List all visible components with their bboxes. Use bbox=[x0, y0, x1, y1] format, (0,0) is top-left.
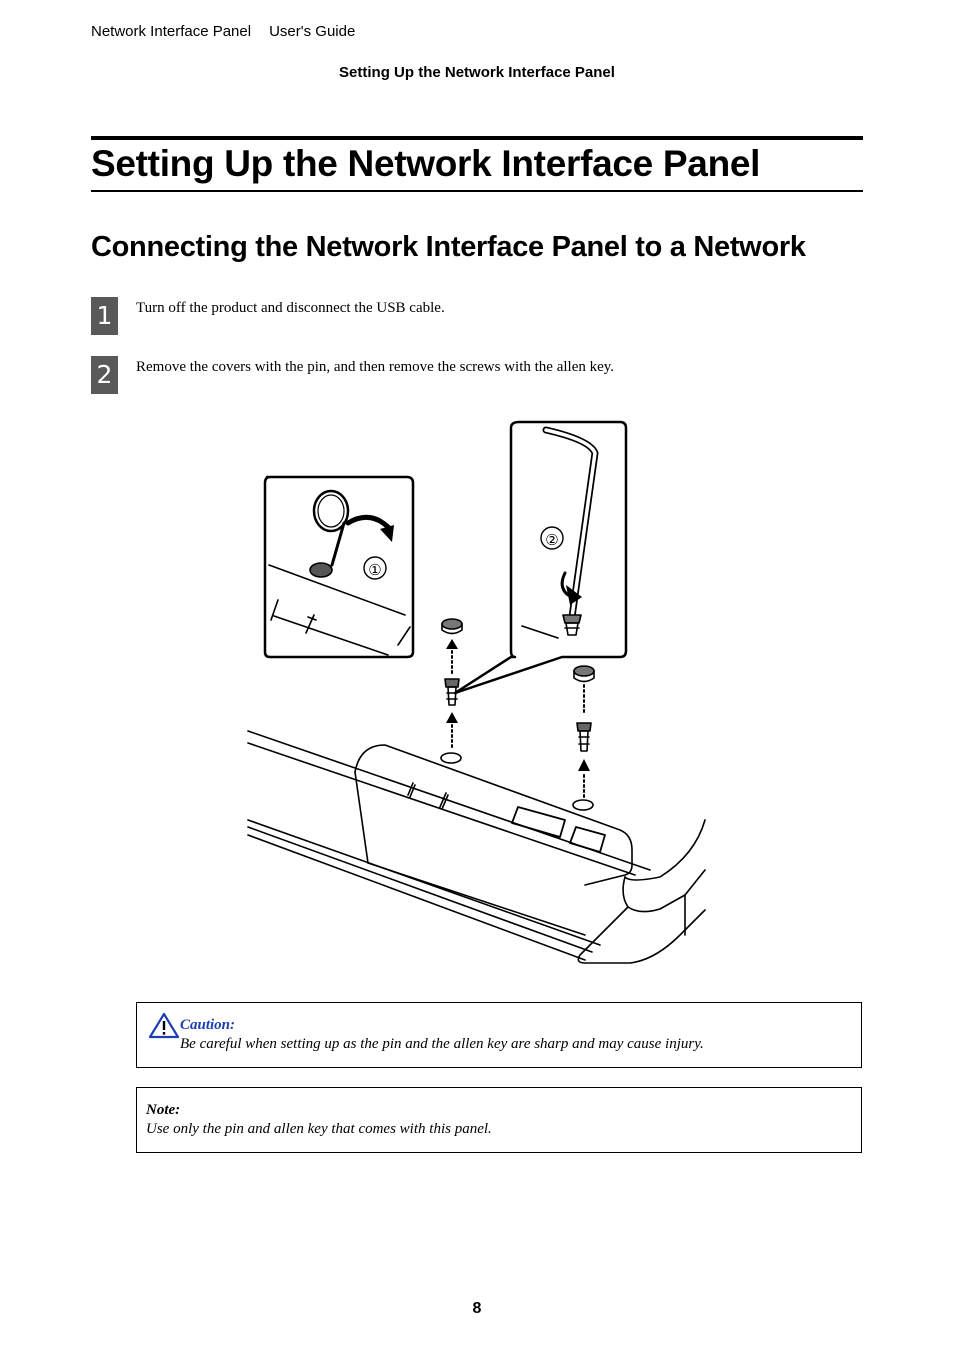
header-section-title: Setting Up the Network Interface Panel bbox=[339, 64, 615, 81]
cover-cap-a bbox=[441, 618, 463, 635]
caution-text: Be careful when setting up as the pin an… bbox=[180, 1036, 704, 1052]
header-product: Network Interface Panel bbox=[91, 23, 252, 40]
screw-b bbox=[576, 722, 592, 752]
note-title: Note: bbox=[146, 1102, 181, 1118]
inset-pin-callout: ① bbox=[263, 475, 415, 659]
caution-title: Caution: bbox=[180, 1017, 236, 1033]
title-rule-bottom bbox=[91, 190, 863, 192]
step-2-text: Remove the covers with the pin, and then… bbox=[136, 359, 615, 375]
cover-cap-b bbox=[573, 665, 595, 683]
cover-removal-illustration: ① ② bbox=[247, 420, 706, 964]
note-box: Note: Use only the pin and allen key tha… bbox=[136, 1087, 862, 1153]
inset-allen-key-callout: ② bbox=[453, 420, 628, 695]
callout-1-label: ① bbox=[368, 561, 381, 579]
step-1-text: Turn off the product and disconnect the … bbox=[136, 300, 445, 316]
warning-triangle-icon bbox=[148, 1012, 180, 1039]
running-header: Network Interface Panel User's Guide bbox=[91, 23, 355, 40]
header-guide: User's Guide bbox=[269, 23, 356, 40]
screw-a bbox=[444, 678, 460, 706]
callout-2-label: ② bbox=[545, 531, 558, 549]
section-heading: Connecting the Network Interface Panel t… bbox=[91, 231, 806, 263]
product-body bbox=[247, 730, 706, 964]
page-number: 8 bbox=[472, 1300, 482, 1317]
note-text: Use only the pin and allen key that come… bbox=[146, 1121, 492, 1137]
step-2-badge: 2 bbox=[91, 356, 118, 394]
caution-box: Caution: Be careful when setting up as t… bbox=[136, 1002, 862, 1068]
page-title: Setting Up the Network Interface Panel bbox=[91, 143, 761, 184]
step-1-badge: 1 bbox=[91, 297, 118, 335]
title-rule-top bbox=[91, 136, 863, 140]
